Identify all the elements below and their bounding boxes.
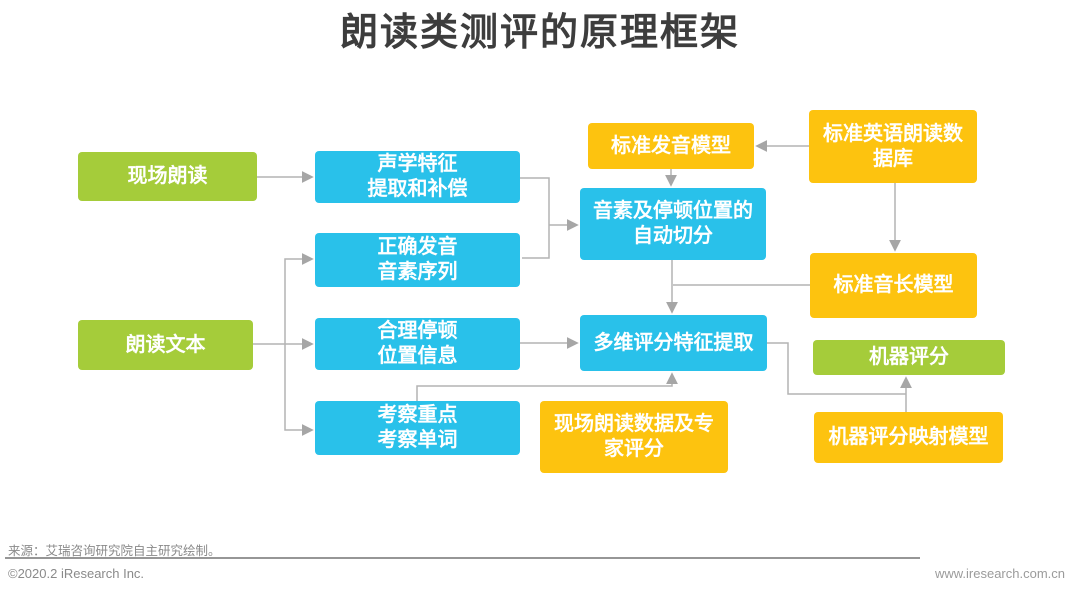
node-std-pron-model: 标准发音模型 xyxy=(588,123,754,169)
node-acoustic-features: 声学特征 提取和补偿 xyxy=(315,151,520,203)
node-label: 机器评分映射模型 xyxy=(828,426,989,448)
node-correct-phoneme: 正确发音 音素序列 xyxy=(315,233,520,287)
node-machine-score: 机器评分 xyxy=(813,340,1005,375)
node-label: 多维评分特征提取 xyxy=(593,331,754,354)
node-label: 现场朗读数据及专 家评分 xyxy=(554,413,714,460)
node-label: 现场朗读 xyxy=(127,165,208,187)
footer-source-note: 来源：艾瑞咨询研究院自主研究绘制。 xyxy=(8,544,221,558)
node-auto-segmentation: 音素及停顿位置的 自动切分 xyxy=(580,188,766,260)
page-title: 朗读类测评的原理框架 xyxy=(339,12,740,54)
node-pause-position: 合理停顿 位置信息 xyxy=(315,318,520,370)
connector-reading-text-to-key-words xyxy=(284,344,314,436)
footer-website: www.iresearch.com.cn xyxy=(934,566,1065,581)
node-label: 机器评分 xyxy=(869,346,949,368)
node-label: 声学特征 提取和补偿 xyxy=(367,153,468,200)
node-label: 标准音长模型 xyxy=(833,274,954,296)
node-score-mapping-model: 机器评分映射模型 xyxy=(814,412,1003,463)
connector-merge-acoustic-correct xyxy=(520,177,550,259)
node-label: 朗读文本 xyxy=(125,333,206,356)
node-label: 标准发音模型 xyxy=(611,134,731,157)
node-multi-dim-features: 多维评分特征提取 xyxy=(580,315,767,371)
node-std-english-db: 标准英语朗读数 据库 xyxy=(809,110,977,183)
node-label: 音素及停顿位置的 自动切分 xyxy=(593,200,753,247)
node-label: 合理停顿 位置信息 xyxy=(377,320,458,367)
node-std-duration-model: 标准音长模型 xyxy=(810,253,977,318)
connector-features-to-score-joint xyxy=(767,342,906,395)
footer-divider xyxy=(5,557,920,559)
node-live-data-expert: 现场朗读数据及专 家评分 xyxy=(540,401,728,473)
node-label: 标准英语朗读数 据库 xyxy=(823,122,963,170)
footer-copyright: ©2020.2 iResearch Inc. xyxy=(8,566,145,581)
node-label: 正确发音 音素序列 xyxy=(377,236,458,283)
node-reading-text: 朗读文本 xyxy=(78,320,253,370)
connector-key-words-to-features xyxy=(416,372,678,401)
node-key-words: 考察重点 考察单词 xyxy=(315,401,520,455)
node-label: 考察重点 考察单词 xyxy=(377,404,458,451)
node-live-reading: 现场朗读 xyxy=(78,152,257,201)
connector-reading-text-to-correct-phoneme xyxy=(284,253,314,344)
